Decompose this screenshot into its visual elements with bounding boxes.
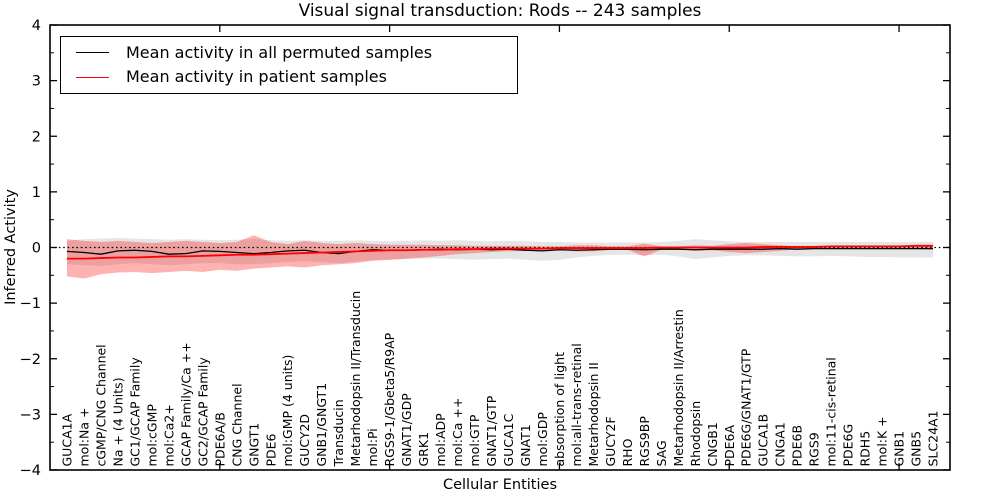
x-category-label: Transducin — [331, 399, 346, 467]
x-category-label: PDE6G — [841, 424, 856, 467]
patient-samples-range-band — [66, 235, 934, 279]
y-tick-label: −1 — [20, 296, 41, 312]
x-category-label: GC2/GCAP Family — [195, 357, 210, 467]
x-category-label: RGS9BP — [637, 416, 652, 467]
legend-label-patient: Mean activity in patient samples — [126, 67, 387, 87]
x-category-label: GUCA1C — [501, 413, 516, 466]
x-category-label: mol:ADP — [433, 413, 448, 467]
y-tick-label: 3 — [32, 74, 41, 90]
x-category-label: RHO — [620, 438, 635, 466]
x-category-label: CNGA1 — [773, 422, 788, 466]
y-tick-label: 0 — [32, 241, 41, 257]
x-category-label: mol:GDP — [535, 412, 550, 467]
x-category-label: GNB5 — [909, 431, 924, 467]
permuted-samples-range-band — [66, 238, 934, 266]
x-category-label: GC1/GCAP Family — [127, 357, 142, 467]
x-category-label: Metarhodopsin II/Arrestin — [671, 309, 686, 466]
x-category-label: absorption of light — [552, 352, 567, 467]
y-tick-label: 1 — [32, 185, 41, 201]
legend-box: Mean activity in all permuted samples Me… — [60, 36, 518, 94]
x-category-label: mol:Pi — [365, 428, 380, 466]
x-category-label: mol:Ca2+ — [161, 404, 176, 466]
x-category-label: RGS9 — [807, 432, 822, 466]
x-category-label: GUCY2D — [297, 414, 312, 467]
x-category-label: GUCA1B — [756, 414, 771, 467]
legend-entry-patient: Mean activity in patient samples — [61, 68, 517, 86]
x-category-label: GNB1 — [892, 431, 907, 467]
x-category-label: GRK1 — [416, 432, 431, 467]
x-axis-label: Cellular Entities — [442, 477, 558, 493]
x-category-label: SLC24A1 — [926, 410, 941, 466]
x-category-label: GNAT1/GTP — [484, 395, 499, 466]
permuted-line-swatch — [76, 52, 109, 54]
y-tick-label: −2 — [20, 352, 41, 368]
x-category-label: GNGT1 — [246, 423, 261, 467]
x-category-label: GCAP Family/Ca ++ — [178, 342, 193, 466]
x-category-label: PDE6A — [722, 424, 737, 466]
x-category-label: GNB1/GNGT1 — [314, 383, 329, 467]
x-category-label: PDE6B — [790, 425, 805, 467]
legend-label-permuted: Mean activity in all permuted samples — [126, 42, 433, 62]
x-category-label: Na + (4 Units) — [110, 377, 125, 466]
x-category-label: GNAT1 — [518, 424, 533, 466]
y-tick-label: 2 — [32, 129, 41, 145]
x-category-label: mol:cGMP — [144, 404, 159, 467]
x-category-label: SAG — [654, 440, 669, 466]
patient-mean-line — [66, 244, 934, 260]
x-category-label: Metarhodopsin II — [586, 362, 601, 466]
x-category-label: GNAT1/GDP — [399, 393, 414, 467]
x-category-label: Rhodopsin — [688, 401, 703, 467]
x-category-label: GUCA1A — [59, 413, 74, 466]
plot-frame — [49, 24, 951, 471]
x-category-label: mol:Ca ++ — [450, 398, 465, 467]
y-tick-label: −3 — [20, 407, 41, 423]
x-category-label: mol:GTP — [467, 414, 482, 466]
x-category-label: PDE6A/B — [212, 412, 227, 466]
legend-entry-permuted: Mean activity in all permuted samples — [61, 42, 517, 62]
x-category-label: PDE6G/GNAT1/GTP — [739, 348, 754, 466]
x-category-label: PDE6 — [263, 433, 278, 466]
x-category-label: RGS9-1/Gbeta5/R9AP — [382, 332, 397, 466]
y-tick-label: −4 — [20, 463, 41, 479]
x-category-label: GUCY2F — [603, 416, 618, 466]
x-category-label: mol:K + — [875, 416, 890, 466]
x-category-label: CNGB1 — [705, 422, 720, 466]
chart-title: Visual signal transduction: Rods -- 243 … — [298, 1, 702, 21]
x-category-label: CNG Channel — [229, 383, 244, 466]
x-category-label: mol:11-cis-retinal — [824, 357, 839, 466]
patient-line-swatch — [76, 76, 109, 78]
x-category-label: mol:Na + — [76, 408, 91, 467]
x-category-label: mol:all-trans-retinal — [569, 343, 584, 466]
x-category-label: mol:GMP (4 units) — [280, 355, 295, 467]
y-tick-label: 4 — [32, 18, 41, 34]
x-category-label: Metarhodopsin II/Transducin — [348, 291, 363, 467]
x-category-label: RDH5 — [858, 431, 873, 467]
x-category-label: cGMP/CNG Channel — [93, 344, 108, 466]
